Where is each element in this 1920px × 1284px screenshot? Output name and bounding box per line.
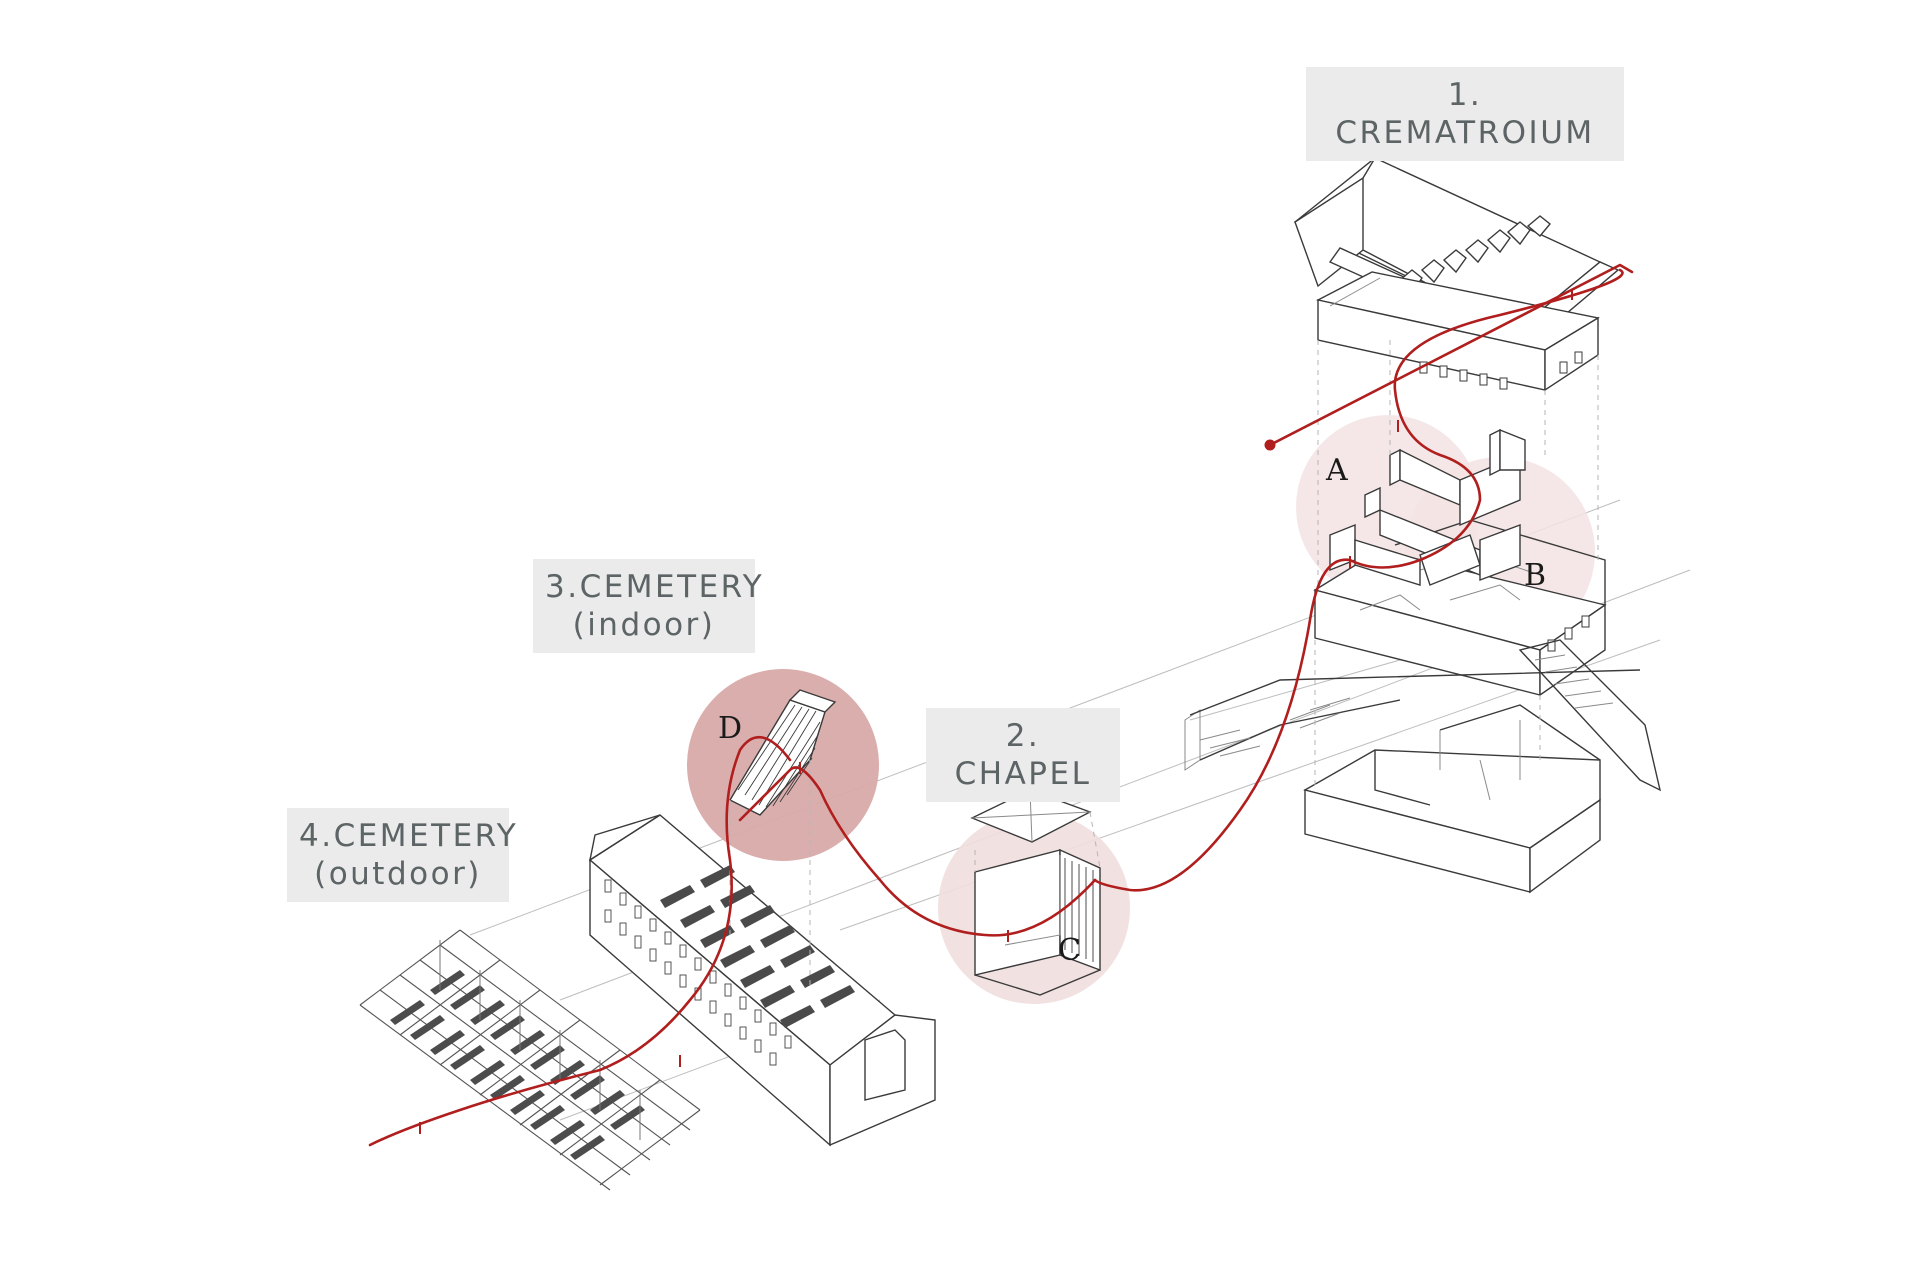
crematorium-label: 1. CREMATROIUM — [1306, 67, 1624, 161]
zone-b-letter: B — [1524, 558, 1546, 593]
cemetery-outdoor-grid — [359, 929, 701, 1191]
zone-c-letter: C — [1058, 933, 1081, 968]
zone-letters: A B C D — [718, 453, 1546, 968]
cemetery-outdoor-label-line2: (outdoor) — [314, 856, 482, 892]
chapel-building — [970, 789, 1101, 996]
crematorium-wall-fragments — [1329, 428, 1526, 586]
circulation-route — [368, 263, 1634, 1147]
cemetery-indoor-label: 3.CEMETERY (indoor) — [533, 559, 765, 653]
crematorium-base — [1184, 639, 1662, 894]
indoor-cemetery-shelf — [729, 689, 837, 816]
cemetery-outdoor-label-line1: 4.CEMETERY — [299, 818, 519, 854]
crematorium-upper-floor — [1315, 271, 1600, 392]
chapel-label: 2. CHAPEL — [926, 708, 1120, 802]
chapel-label-text: 2. CHAPEL — [954, 718, 1092, 792]
zone-d-letter: D — [718, 711, 742, 746]
cemetery-indoor-label-line1: 3.CEMETERY — [545, 569, 765, 605]
cemetery-indoor-label-line2: (indoor) — [572, 607, 716, 643]
cemetery-outdoor-label: 4.CEMETERY (outdoor) — [287, 808, 519, 902]
zone-a-letter: A — [1325, 453, 1348, 488]
crematorium-label-text: 1. CREMATROIUM — [1335, 77, 1595, 151]
projection-lines-crematorium — [1314, 340, 1599, 790]
